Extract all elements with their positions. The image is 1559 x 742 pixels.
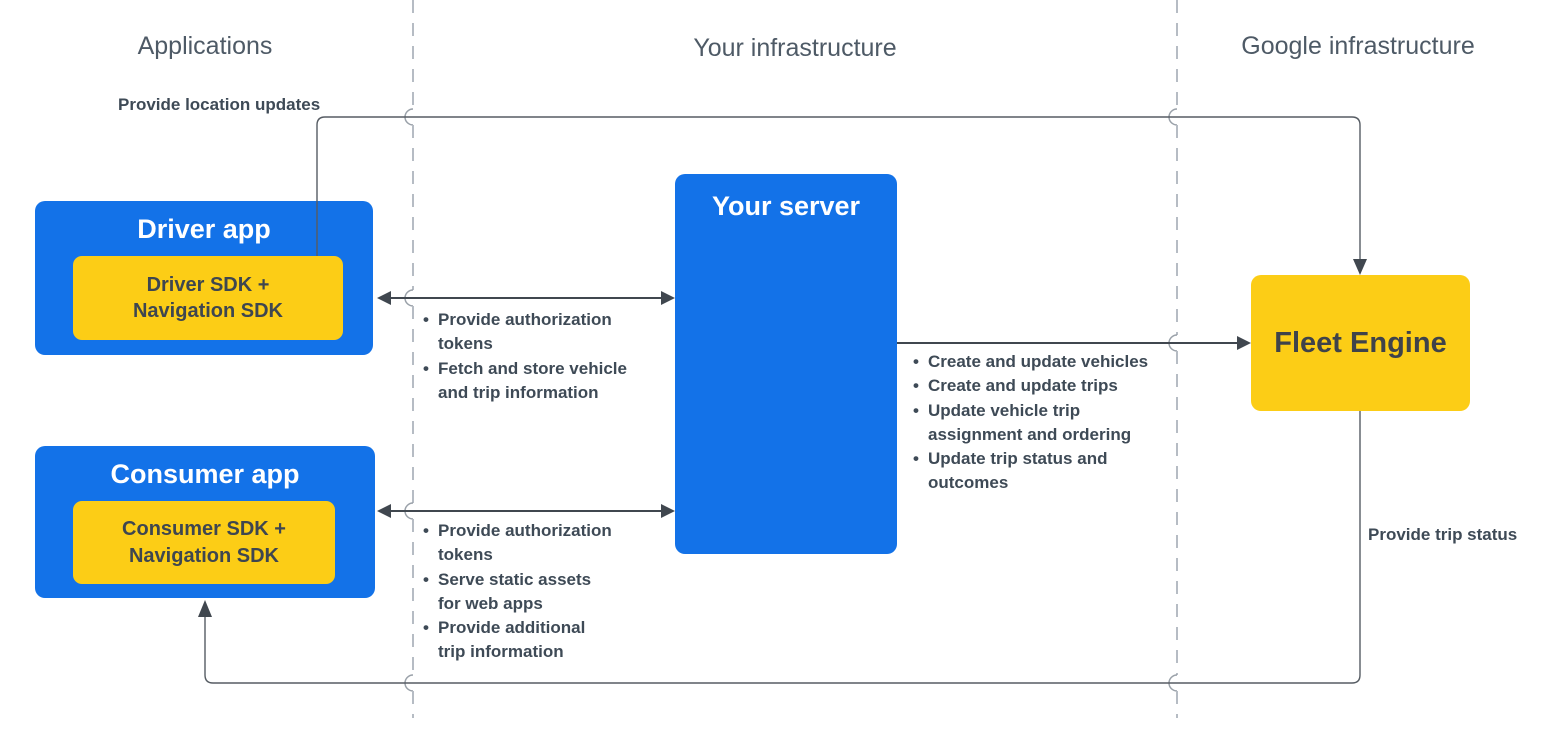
your-server-title: Your server — [711, 191, 861, 221]
fleet-engine-box: Fleet Engine — [1251, 275, 1470, 411]
column-header-applications: Applications — [137, 32, 273, 60]
edge-consumer-server — [377, 504, 675, 518]
annotation-consumer-server: Provide authorization tokens Serve stati… — [423, 519, 638, 665]
edge-label-provide-location-updates: Provide location updates — [118, 95, 321, 114]
annotation-item: Update trip status and outcomes — [913, 447, 1178, 496]
column-header-your-infrastructure: Your infrastructure — [693, 34, 897, 62]
consumer-app-title: Consumer app — [110, 459, 300, 489]
driver-app-box: Driver app Driver SDK + Navigation SDK — [35, 201, 373, 355]
annotation-item: Create and update trips — [913, 374, 1178, 399]
driver-app-title: Driver app — [137, 214, 271, 244]
edge-driver-server — [377, 291, 675, 305]
annotation-item: Provide additional trip information — [423, 616, 638, 665]
consumer-app-box: Consumer app Consumer SDK + Navigation S… — [35, 446, 375, 598]
annotation-item: Fetch and store vehicle and trip informa… — [423, 357, 651, 406]
driver-sdk-box: Driver SDK + Navigation SDK — [73, 256, 343, 340]
annotation-server-fleet: Create and update vehicles Create and up… — [913, 350, 1178, 496]
annotation-item: Create and update vehicles — [913, 350, 1178, 375]
your-server-box: Your server — [675, 174, 897, 554]
annotation-item: Provide authorization tokens — [423, 308, 651, 357]
column-header-google-infrastructure: Google infrastructure — [1241, 32, 1475, 60]
annotation-item: Serve static assets for web apps — [423, 568, 638, 617]
consumer-sdk-box: Consumer SDK + Navigation SDK — [73, 501, 335, 584]
edge-label-provide-trip-status: Provide trip status — [1368, 525, 1518, 544]
annotation-driver-server: Provide authorization tokens Fetch and s… — [423, 308, 651, 405]
annotation-item: Provide authorization tokens — [423, 519, 638, 568]
edge-server-fleet — [897, 336, 1251, 350]
annotation-item: Update vehicle trip assignment and order… — [913, 399, 1178, 448]
divider-your-infrastructure — [404, 0, 414, 718]
